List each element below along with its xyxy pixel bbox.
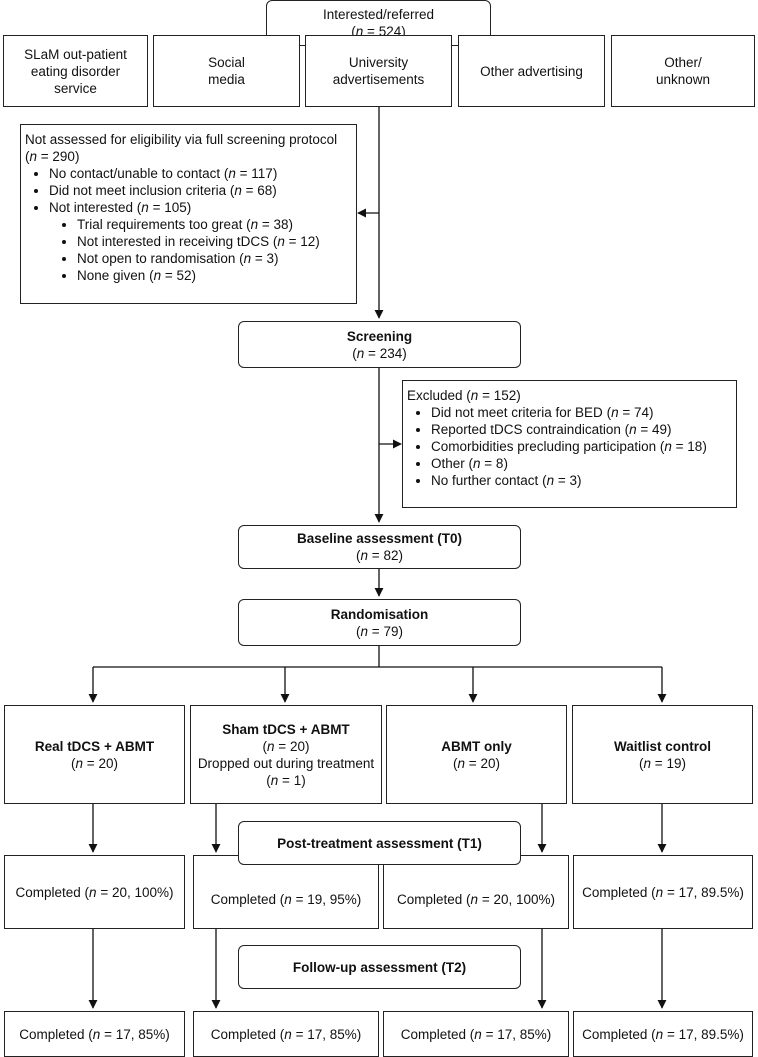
randomisation-box: Randomisation (n = 79) bbox=[238, 599, 521, 646]
source-other-unknown: Other/ unknown bbox=[611, 35, 755, 107]
excluded-item: No further contact (n = 3) bbox=[431, 472, 732, 489]
not-assessed-item: No contact/unable to contact (n = 117) bbox=[49, 165, 352, 182]
t2-assessment-box: Follow-up assessment (T2) bbox=[238, 945, 521, 989]
not-assessed-box: Not assessed for eligibility via full sc… bbox=[20, 124, 357, 304]
interested-title: Interested/referred bbox=[322, 7, 435, 22]
arm-sham-tdcs: Sham tDCS + ABMT (n = 20) Dropped out du… bbox=[190, 705, 382, 804]
not-interested-subitem: None given (n = 52) bbox=[77, 267, 352, 284]
t1-completed-waitlist: Completed (n = 17, 89.5%) bbox=[573, 855, 753, 929]
not-assessed-item: Did not meet inclusion criteria (n = 68) bbox=[49, 182, 352, 199]
t2-completed-waitlist: Completed (n = 17, 89.5%) bbox=[573, 1011, 753, 1057]
source-other-advertising: Other advertising bbox=[458, 35, 605, 107]
excluded-item: Reported tDCS contraindication (n = 49) bbox=[431, 421, 732, 438]
arm-real-tdcs: Real tDCS + ABMT (n = 20) bbox=[4, 705, 185, 804]
excluded-title: Excluded bbox=[407, 388, 463, 403]
randomisation-title: Randomisation bbox=[330, 606, 429, 622]
excluded-item: Other (n = 8) bbox=[431, 455, 732, 472]
sham-dropout-note: Dropped out during treatment bbox=[197, 755, 375, 771]
excluded-item: Comorbidities precluding participation (… bbox=[431, 438, 732, 455]
source-social-media: Social media bbox=[153, 35, 300, 107]
not-assessed-title: Not assessed for eligibility via full sc… bbox=[25, 132, 338, 147]
t2-completed-abmt: Completed (n = 17, 85%) bbox=[383, 1011, 569, 1057]
not-interested-subitem: Not open to randomisation (n = 3) bbox=[77, 250, 352, 267]
screening-title: Screening bbox=[346, 328, 413, 344]
source-slam: SLaM out-patient eating disorder service bbox=[3, 35, 148, 107]
t1-title: Post-treatment assessment (T1) bbox=[277, 835, 482, 851]
t2-completed-sham: Completed (n = 17, 85%) bbox=[193, 1011, 379, 1057]
baseline-title: Baseline assessment (T0) bbox=[296, 531, 463, 546]
not-interested-subitem: Trial requirements too great (n = 38) bbox=[77, 216, 352, 233]
not-assessed-item: Not interested (n = 105) Trial requireme… bbox=[49, 199, 352, 284]
t1-assessment-box: Post-treatment assessment (T1) bbox=[238, 821, 521, 865]
not-interested-subitem: Not interested in receiving tDCS (n = 12… bbox=[77, 233, 352, 250]
excluded-box: Excluded (n = 152) Did not meet criteria… bbox=[402, 380, 737, 508]
arm-waitlist: Waitlist control (n = 19) bbox=[572, 705, 753, 804]
screening-box: Screening (n = 234) bbox=[238, 321, 521, 368]
t1-completed-abmt: Completed (n = 20, 100%) bbox=[383, 855, 569, 929]
excluded-item: Did not meet criteria for BED (n = 74) bbox=[431, 404, 732, 421]
t1-completed-sham: Completed (n = 19, 95%) bbox=[193, 855, 379, 929]
t2-completed-real: Completed (n = 17, 85%) bbox=[4, 1011, 185, 1057]
t2-title: Follow-up assessment (T2) bbox=[292, 959, 467, 975]
baseline-box: Baseline assessment (T0) (n = 82) bbox=[238, 525, 521, 569]
arm-abmt-only: ABMT only (n = 20) bbox=[386, 705, 567, 804]
t1-completed-real: Completed (n = 20, 100%) bbox=[4, 855, 185, 929]
source-university: University advertisements bbox=[305, 35, 452, 107]
